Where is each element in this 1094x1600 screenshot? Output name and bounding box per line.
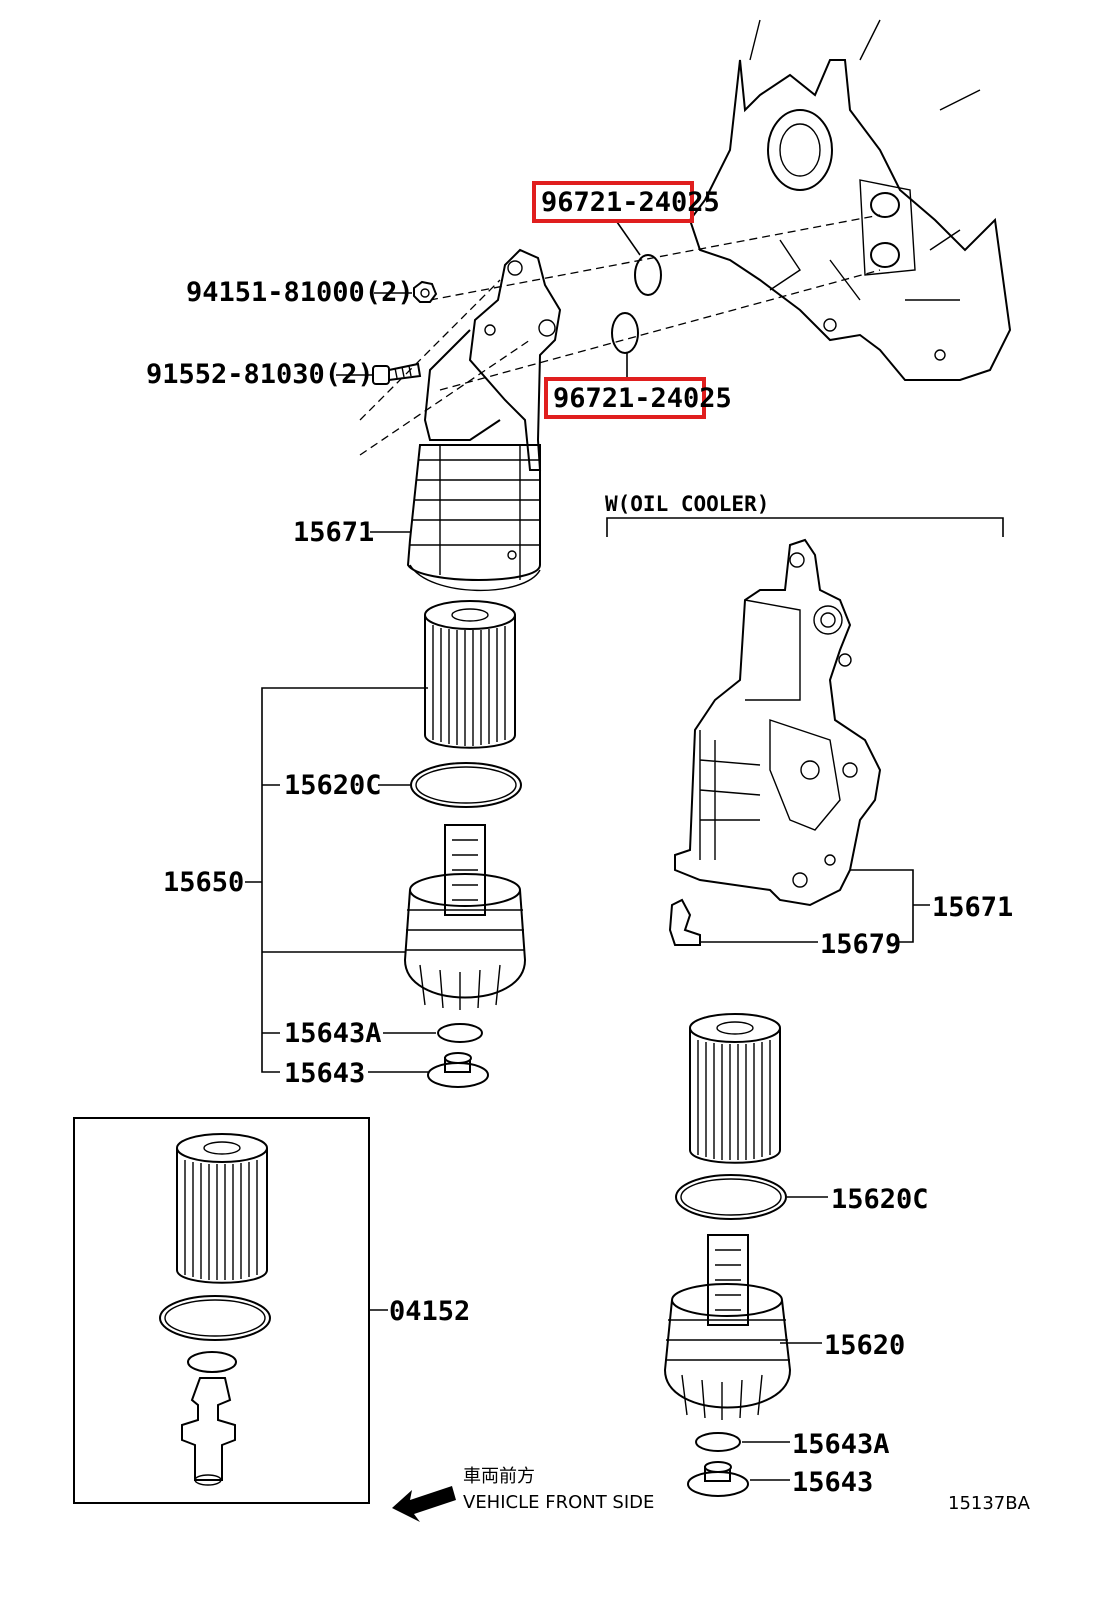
gasket-left-drawing — [410, 762, 522, 808]
label-bolt[interactable]: 91552-81030(2) — [146, 359, 374, 390]
kit-box-drain-tool-drawing — [181, 1377, 236, 1486]
o-ring-lower-drawing — [611, 312, 639, 354]
diagram-reference-code: 15137BA — [948, 1493, 1031, 1514]
label-drain-plug-right[interactable]: 15643 — [792, 1467, 873, 1498]
engine-block-drawing — [688, 19, 1012, 381]
label-housing-left[interactable]: 15671 — [293, 517, 374, 548]
label-oil-cooler-variant: W(OIL COOLER) — [605, 492, 769, 516]
filter-element-left-drawing — [424, 600, 516, 749]
bracket-clip-drawing — [668, 898, 701, 946]
kit-box-gasket-small-drawing — [187, 1351, 237, 1373]
label-kit-box[interactable]: 04152 — [389, 1296, 470, 1327]
alignment-line-3 — [439, 269, 881, 391]
filter-housing-left-drawing — [406, 248, 562, 592]
label-gasket-left[interactable]: 15620C — [284, 770, 382, 801]
gasket-right-drawing — [675, 1174, 787, 1220]
label-nut[interactable]: 94151-81000(2) — [186, 277, 414, 308]
drain-plug-right-drawing — [687, 1461, 749, 1497]
label-kit-left[interactable]: 15650 — [163, 867, 244, 898]
o-ring-upper-drawing — [634, 254, 662, 296]
label-o-ring-upper[interactable]: 96721-24025 — [541, 187, 720, 218]
oil-cooler-bracket — [606, 517, 1004, 537]
label-drain-plug-left[interactable]: 15643 — [284, 1058, 365, 1089]
drain-gasket-right-drawing — [695, 1432, 741, 1452]
highlight-box-upper — [532, 181, 694, 223]
note-front-jp: 車両前方 — [463, 1466, 535, 1487]
drain-plug-left-drawing — [427, 1052, 489, 1088]
highlight-box-lower — [544, 377, 706, 419]
bolt-drawing — [372, 362, 422, 385]
alignment-line-1 — [359, 339, 531, 456]
kit-box-filter-element-drawing — [176, 1133, 268, 1284]
vehicle-front-arrow-icon — [392, 1486, 456, 1522]
label-gasket-right[interactable]: 15620C — [831, 1184, 929, 1215]
filter-cap-left-drawing — [403, 824, 527, 1010]
nut-drawing — [413, 280, 438, 303]
label-bracket-right[interactable]: 15679 — [820, 929, 901, 960]
filter-housing-right-drawing — [674, 538, 882, 907]
label-housing-right[interactable]: 15671 — [932, 892, 1013, 923]
kit-bracket-left — [245, 687, 428, 1073]
label-drain-gasket-right[interactable]: 15643A — [792, 1429, 890, 1460]
label-drain-gasket-left[interactable]: 15643A — [284, 1018, 382, 1049]
drain-gasket-left-drawing — [437, 1023, 483, 1043]
kit-box-gasket-large-drawing — [159, 1295, 271, 1341]
note-front-en: VEHICLE FRONT SIDE — [463, 1492, 654, 1513]
label-cap-right[interactable]: 15620 — [824, 1330, 905, 1361]
label-o-ring-lower[interactable]: 96721-24025 — [553, 383, 732, 414]
filter-cap-right-drawing — [663, 1234, 792, 1420]
filter-element-right-drawing — [689, 1013, 781, 1164]
alignment-line-4 — [359, 279, 501, 421]
